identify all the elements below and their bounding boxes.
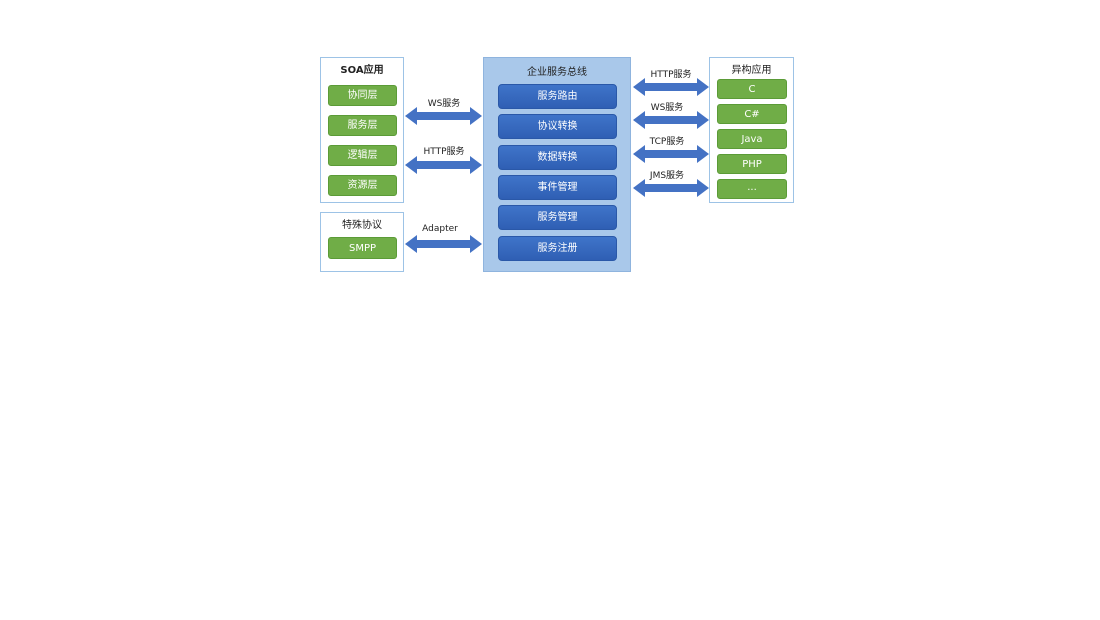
bus-item-service-mgmt: 服务管理: [498, 205, 617, 230]
bus-item-event-mgmt: 事件管理: [498, 175, 617, 200]
right-arrow-label-jms: JMS服务: [649, 171, 685, 181]
special-protocol-panel: 特殊协议 SMPP: [320, 212, 404, 272]
double-arrow-icon: [405, 107, 482, 125]
bus-title: 企业服务总线: [527, 67, 587, 78]
left-arrow-label-http: HTTP服务: [423, 147, 465, 157]
bus-item-protocol-convert: 协议转换: [498, 114, 617, 139]
right-arrow-label-ws: WS服务: [650, 103, 684, 113]
double-arrow-icon: [405, 156, 482, 174]
special-item-smpp: SMPP: [328, 237, 397, 259]
enterprise-service-bus: 企业服务总线 服务路由 协议转换 数据转换 事件管理 服务管理 服务注册: [483, 57, 631, 272]
soa-panel: SOA应用 协同层 服务层 逻辑层 资源层: [320, 57, 404, 203]
right-arrow-label-tcp: TCP服务: [649, 137, 685, 147]
bus-item-routing: 服务路由: [498, 84, 617, 109]
hetero-item-more: ...: [717, 179, 787, 199]
soa-item-coordination: 协同层: [328, 85, 397, 106]
double-arrow-icon: [633, 111, 709, 129]
hetero-item-php: PHP: [717, 154, 787, 174]
soa-item-resource: 资源层: [328, 175, 397, 196]
hetero-panel: 异构应用 C C# Java PHP ...: [709, 57, 794, 203]
hetero-item-java: Java: [717, 129, 787, 149]
soa-panel-title: SOA应用: [340, 65, 384, 76]
hetero-item-csharp: C#: [717, 104, 787, 124]
double-arrow-icon: [633, 78, 709, 96]
soa-item-service: 服务层: [328, 115, 397, 136]
hetero-panel-title: 异构应用: [731, 65, 772, 76]
double-arrow-icon: [633, 179, 709, 197]
bus-item-service-registry: 服务注册: [498, 236, 617, 261]
double-arrow-icon: [405, 235, 482, 253]
left-arrow-label-ws: WS服务: [427, 99, 461, 109]
special-protocol-title: 特殊协议: [342, 220, 382, 231]
double-arrow-icon: [633, 145, 709, 163]
left-arrow-label-adapter: Adapter: [422, 224, 458, 234]
soa-item-logic: 逻辑层: [328, 145, 397, 166]
hetero-item-c: C: [717, 79, 787, 99]
right-arrow-label-http: HTTP服务: [650, 70, 692, 80]
bus-item-data-convert: 数据转换: [498, 145, 617, 170]
